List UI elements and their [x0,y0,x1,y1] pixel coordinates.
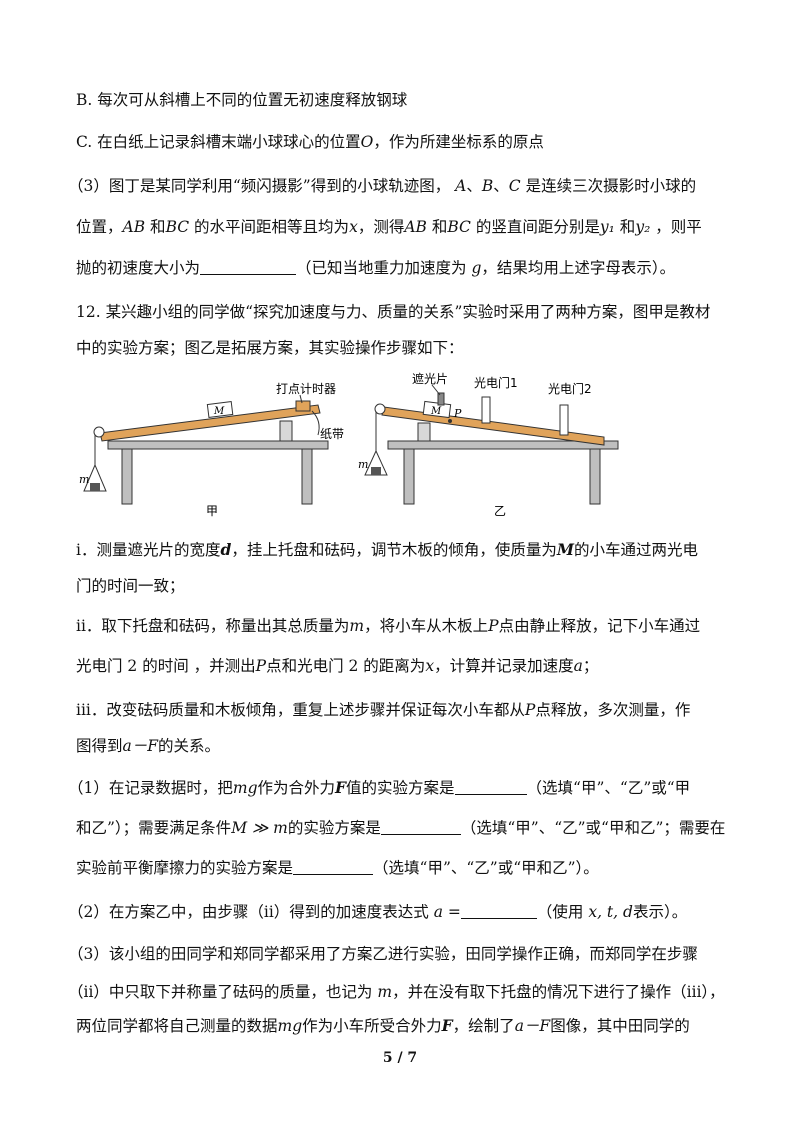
caption-yi: 乙 [494,504,506,518]
step2-line2: 光电门 2 的时间 ，并测出P点和光电门 2 的距离为x，计算并记录加速度a； [76,657,599,675]
table-leg-left-2 [301,448,313,505]
apparatus-yi: M 遮光片 P 光电门1 光电门2 m 乙 [358,371,619,518]
table-top-left [107,440,329,450]
p2-line1: （2）在方案乙中，由步骤（ⅱ）得到的加速度表达式 a =（使用 x, t, d表… [68,903,688,921]
board-right [381,406,605,446]
pulley-right [374,403,386,415]
q3-line1: （3）图丁是某同学利用“频闪摄影”得到的小球轨迹图， A、B、C 是连续三次摄影… [68,177,697,195]
q12-line1: 12. 某兴趣小组的同学做“探究加速度与力、质量的关系”实验时采用了两种方案，图… [76,303,711,321]
pulley-left [93,426,105,438]
answer-blank-4[interactable] [460,904,537,919]
mass-label-left: m [79,473,89,486]
caption-jia: 甲 [206,504,218,518]
p1-line1: （1）在记录数据时，把mg作为合外力F值的实验方案是（选填“甲”、“乙”或“甲 [68,778,691,797]
option-c: C. 在白纸上记录斜槽末端小球球心的位置O，作为所建坐标系的原点 [76,133,544,151]
cart-left [206,401,234,418]
gate2-label: 光电门2 [548,381,592,396]
point-p [448,419,452,423]
step1-line2: 门的时间一致； [76,577,185,595]
p3-line1: （3）该小组的田同学和郑同学都采用了方案乙进行实验，田同学操作正确，而郑同学在步… [68,945,698,963]
shade-label: 遮光片 [412,371,448,386]
step1-line1: i．测量遮光片的宽度d，挂上托盘和砝码，调节木板的倾角，使质量为M的小车通过两光… [76,540,699,559]
p1-line3: 实验前平衡摩擦力的实验方案是（选填“甲”、“乙”或“甲和乙”）。 [76,859,599,877]
answer-blank-2[interactable] [380,820,461,835]
point-p-label: P [453,407,462,420]
shade-strip [437,392,445,406]
p1-line2: 和乙”）；需要满足条件M ≫ m的实验方案是（选填“甲”、“乙”或“甲和乙”；需… [76,819,726,837]
step3-line1: iii．改变砝码质量和木板倾角，重复上述步骤并保证每次小车都从P点释放，多次测量… [76,701,691,719]
var-o: O [360,133,374,151]
step2-line1: ii．取下托盘和砝码，称量出其总质量为m，将小车从木板上P点由静止释放，记下小车… [76,617,701,635]
answer-blank-3[interactable] [293,860,374,875]
table-leg-right-2 [589,448,601,505]
p3-line3: 两位同学都将自己测量的数据mg作为小车所受合外力F，绘制了a－F图像，其中田同学… [76,1016,690,1035]
cart-label-left: M [213,406,225,417]
tape-label: 纸带 [320,427,344,441]
tape-curve [311,410,320,436]
photogate-1 [481,396,491,424]
weights-right [371,467,381,475]
q3-line3: 抛的初速度大小为（已知当地重力加速度为 g，结果均用上述字母表示）。 [76,259,676,277]
wood-block-left [279,420,293,442]
q3-line2: 位置，AB 和BC 的水平间距相等且均为x，测得AB 和BC 的竖直间距分别是y… [76,218,702,236]
timer-label: 打点计时器 [276,382,336,396]
table-top-right [387,440,619,450]
q12-line2: 中的实验方案；图乙是拓展方案，其实验操作步骤如下： [76,339,464,357]
weights-left [90,483,100,491]
photogate-2 [559,404,569,436]
gate1-label: 光电门1 [474,375,518,390]
option-b: B. 每次可从斜槽上不同的位置无初速度释放钢球 [76,91,408,109]
wood-block-right [417,422,431,442]
mass-label-right: m [358,458,368,471]
p3-line2: （ⅱ）中只取下并称量了砝码的质量，也记为 m，并在没有取下托盘的情况下进行了操作… [68,983,725,1001]
timer-box [295,400,311,412]
step3-line2: 图得到a－F的关系。 [76,737,221,755]
board-left [99,404,321,442]
answer-blank[interactable] [200,260,297,275]
apparatus-jia: M 打点计时器 纸带 m 甲 [79,382,344,518]
experiment-figure: M 打点计时器 纸带 m 甲 M 遮光片 P 光电门1 光电门2 m 乙 [79,371,619,518]
table-leg-left-1 [121,448,133,505]
cart-label-right: M [430,406,442,417]
answer-blank-1[interactable] [454,780,527,795]
table-leg-right-1 [403,448,415,505]
page-number: 5 / 7 [382,1050,418,1066]
